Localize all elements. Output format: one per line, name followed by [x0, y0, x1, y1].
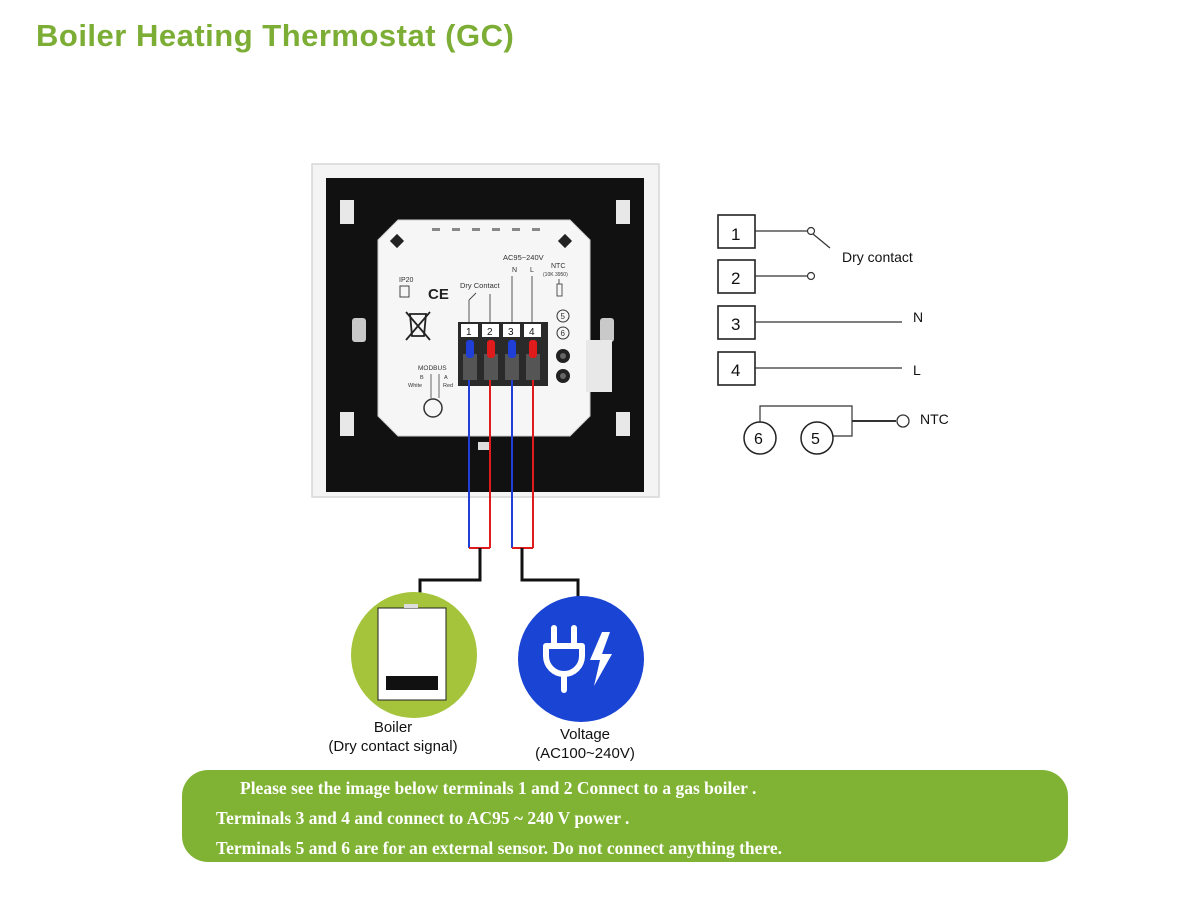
device-terminal-2: 2 [487, 327, 493, 338]
l-label: L [530, 267, 534, 274]
ip-rating: IP20 [399, 277, 414, 284]
schematic-terminal-4: 4 [731, 361, 740, 380]
wires [418, 380, 580, 602]
modbus-label: MODBUS [418, 365, 447, 372]
modbus-red-label: Red [443, 383, 453, 389]
schematic-terminal-6: 6 [754, 431, 763, 448]
device-terminal-3: 3 [508, 327, 514, 338]
weee-bin-icon [405, 311, 431, 341]
boiler-sublabel: (Dry contact signal) [328, 738, 458, 755]
n-label: N [512, 267, 517, 274]
n-text: N [913, 309, 923, 325]
supply-label: AC95~240V [503, 253, 544, 262]
modbus-a-label: A [444, 375, 448, 381]
schematic-terminal-3: 3 [731, 315, 740, 334]
voltage-label: Voltage [559, 726, 611, 743]
modbus-white-label: White [408, 383, 422, 389]
voltage-caption: Voltage (AC100~240V) [505, 725, 665, 763]
schematic-terminal-1: 1 [731, 225, 740, 244]
schematic-terminal-5: 5 [811, 431, 820, 448]
thermostat-back: IP20 CE Dry Contact AC95~240V N L NTC (1… [311, 163, 660, 498]
instruction-banner: Please see the image below terminals 1 a… [182, 770, 1068, 862]
ntc-text: NTC [920, 411, 949, 427]
device-terminal-6: 6 [561, 329, 566, 338]
schematic-terminal-2: 2 [731, 269, 740, 288]
device-terminal-4: 4 [529, 327, 535, 338]
page-title: Boiler Heating Thermostat (GC) [36, 18, 515, 53]
ce-mark: CE [428, 286, 449, 303]
boiler-caption: Boiler (Dry contact signal) [300, 718, 486, 756]
device-terminal-5: 5 [561, 312, 566, 321]
note-line-3: Terminals 5 and 6 are for an external se… [216, 838, 782, 858]
note-line-2: Terminals 3 and 4 and connect to AC95 ~ … [216, 808, 630, 828]
boiler-label: Boiler [373, 719, 413, 736]
dry-contact-label: Dry Contact [460, 281, 501, 290]
ntc-label: NTC [551, 263, 565, 270]
l-text: L [913, 362, 921, 378]
note-line-1: Please see the image below terminals 1 a… [240, 778, 757, 798]
terminal-schematic: 1 2 3 4 Dry contact N L NTC 6 5 [717, 214, 949, 455]
boiler-icon [351, 592, 477, 718]
modbus-b-label: B [420, 375, 424, 381]
ntc-spec: (10K 3950) [543, 272, 568, 278]
power-plug-icon [518, 596, 644, 722]
dry-contact-text: Dry contact [842, 249, 913, 265]
voltage-sublabel: (AC100~240V) [535, 745, 635, 762]
device-terminal-1: 1 [466, 327, 472, 338]
